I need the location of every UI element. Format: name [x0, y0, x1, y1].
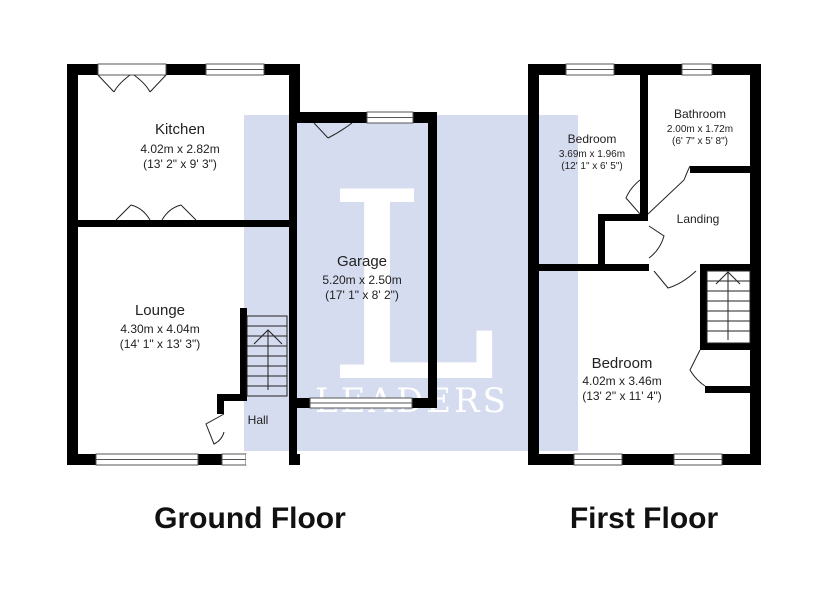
- small-bedroom-window: [565, 63, 615, 76]
- room-imperial: (14' 1" x 13' 3"): [120, 337, 200, 351]
- room-name: Bedroom: [568, 132, 617, 146]
- room-metric: 4.02m x 3.46m: [582, 374, 661, 388]
- kitchen-door-swing-left: [97, 74, 131, 93]
- room-landing-label: Landing: [677, 212, 720, 226]
- garage-door: [309, 397, 413, 409]
- ground-floor-doors: [97, 74, 353, 445]
- room-name: Garage: [337, 253, 387, 270]
- bathroom-window: [681, 63, 713, 76]
- room-imperial: (13' 2" x 9' 3"): [143, 157, 217, 171]
- kitchen-patio-door: [97, 63, 167, 76]
- ground-floor-windows: [95, 63, 414, 466]
- room-imperial: (12' 1" x 6' 5"): [561, 161, 623, 172]
- room-bedroom-small-label: Bedroom 3.69m x 1.96m (12' 1" x 6' 5"): [559, 132, 625, 172]
- room-metric: 4.02m x 2.82m: [140, 142, 219, 156]
- hall-front-door: [221, 453, 247, 466]
- first-floor-stairs: [706, 270, 751, 344]
- room-imperial: (17' 1" x 8' 2"): [325, 288, 399, 302]
- leaders-watermark: L LEADERS: [244, 115, 578, 451]
- room-metric: 4.30m x 4.04m: [120, 322, 199, 336]
- room-name: Hall: [248, 413, 269, 427]
- ground-floor-title: Ground Floor: [154, 502, 346, 535]
- first-floor-windows: [565, 63, 723, 466]
- room-name: Lounge: [135, 302, 185, 319]
- kitchen-door-swing-right: [133, 74, 167, 93]
- room-kitchen-label: Kitchen 4.02m x 2.82m (13' 2" x 9' 3"): [140, 121, 219, 171]
- lounge-door-swing-left: [115, 204, 151, 221]
- large-bedroom-window-right: [673, 453, 723, 466]
- large-bedroom-door-swing: [653, 270, 697, 289]
- watermark-background: [244, 115, 578, 451]
- garage-side-door-swing: [313, 122, 353, 139]
- first-floor-doors: [625, 165, 706, 387]
- first-floor-walls: [528, 64, 761, 465]
- room-lounge-label: Lounge 4.30m x 4.04m (14' 1" x 13' 3"): [120, 302, 200, 351]
- cupboard-door-swing: [648, 225, 665, 259]
- room-bathroom-label: Bathroom 2.00m x 1.72m (6' 7" x 5' 8"): [667, 107, 733, 147]
- lounge-door-swing-right: [161, 204, 197, 221]
- room-name: Bathroom: [674, 107, 726, 121]
- room-name: Kitchen: [155, 121, 205, 138]
- room-hall-label: Hall: [248, 413, 269, 427]
- first-floor-title: First Floor: [570, 502, 719, 535]
- wardrobe-door-swing: [689, 349, 706, 387]
- room-metric: 5.20m x 2.50m: [322, 273, 401, 287]
- ground-floor-stairs: [246, 315, 288, 397]
- room-garage-label: Garage 5.20m x 2.50m (17' 1" x 8' 2"): [322, 253, 401, 302]
- lounge-window: [95, 453, 199, 466]
- room-metric: 3.69m x 1.96m: [559, 149, 625, 160]
- garage-window: [366, 111, 414, 124]
- kitchen-window: [205, 63, 265, 76]
- hall-door-swing: [205, 413, 225, 445]
- room-name: Landing: [677, 212, 720, 226]
- large-bedroom-window-left: [573, 453, 623, 466]
- room-bedroom-large-label: Bedroom 4.02m x 3.46m (13' 2" x 11' 4"): [582, 355, 662, 403]
- small-bedroom-door-swing: [625, 179, 641, 215]
- bathroom-door-swing: [647, 165, 691, 215]
- room-imperial: (6' 7" x 5' 8"): [672, 136, 728, 147]
- room-name: Bedroom: [592, 355, 653, 372]
- room-metric: 2.00m x 1.72m: [667, 124, 733, 135]
- watermark-letter: L: [326, 138, 499, 440]
- room-imperial: (13' 2" x 11' 4"): [582, 389, 662, 403]
- hall-opening: [246, 454, 289, 465]
